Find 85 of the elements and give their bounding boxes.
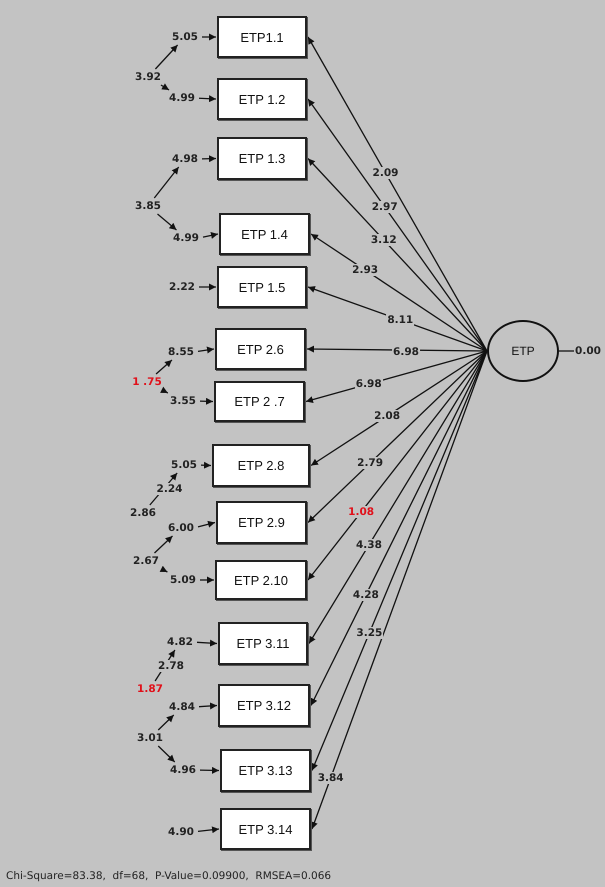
path-value: 1.87 — [134, 682, 166, 696]
arrow — [310, 350, 488, 466]
arrow — [196, 640, 218, 647]
arrow — [202, 232, 218, 239]
arrow — [157, 214, 177, 230]
indicator-box: ETP 1.5 — [217, 266, 307, 308]
path-value: 1 .75 — [131, 375, 163, 389]
arrow — [158, 714, 174, 730]
indicator-box: ETP 2.6 — [215, 328, 306, 370]
path-value: 5.05 — [168, 458, 200, 472]
indicator-box: ETP 3.12 — [218, 684, 310, 727]
arrow — [199, 284, 216, 290]
path-value: 4.96 — [167, 763, 199, 777]
indicator-box: ETP 3.13 — [220, 749, 311, 792]
arrow — [198, 95, 216, 102]
path-value: 4.99 — [170, 231, 202, 245]
latent-variable-ellipse: ETP — [487, 320, 559, 382]
arrow — [154, 536, 173, 554]
edge-label: 2.09 — [372, 167, 400, 179]
arrow — [200, 462, 212, 469]
arrow — [198, 346, 214, 354]
indicator-box: ETP 2.8 — [212, 444, 310, 487]
path-value: 2.67 — [130, 554, 162, 568]
path-value: 2.22 — [166, 280, 198, 294]
arrow — [307, 98, 488, 352]
edge-label: 1.08 — [347, 506, 376, 518]
arrow — [154, 44, 178, 70]
arrow — [160, 83, 170, 91]
indicator-box: ETP 3.14 — [220, 808, 311, 850]
arrow — [154, 166, 180, 198]
indicator-box: ETP 1.3 — [217, 137, 307, 180]
arrow — [158, 746, 176, 762]
arrow — [202, 155, 216, 162]
arrow — [198, 520, 216, 528]
edge-label: 3.25 — [355, 627, 384, 639]
path-value: 3.92 — [132, 70, 164, 84]
edge-label: 4.28 — [352, 589, 380, 601]
edge-label: 2.78 — [157, 660, 185, 672]
arrow — [308, 158, 488, 352]
arrow — [202, 34, 216, 40]
edge-label: 8.11 — [386, 314, 414, 326]
edge-label: 2.93 — [351, 264, 380, 276]
edge-label: 2.97 — [370, 201, 399, 213]
path-value: 4.82 — [164, 635, 196, 649]
arrow — [160, 566, 168, 573]
path-value: 8.55 — [165, 345, 197, 359]
indicator-box: ETP 2.9 — [216, 501, 307, 544]
arrow — [200, 398, 214, 405]
connector-line — [559, 350, 574, 352]
edge-label: 6.98 — [392, 346, 420, 358]
indicator-box: ETP 2 .7 — [214, 381, 305, 422]
edge-label: 2.79 — [356, 457, 384, 469]
path-value: 4.99 — [166, 91, 198, 105]
path-value: 0.00 — [575, 344, 601, 358]
path-value: 5.09 — [167, 573, 199, 587]
edge-label: 4.38 — [354, 539, 383, 551]
indicator-box: ETP 1.4 — [219, 213, 310, 255]
arrow — [200, 766, 220, 774]
edge-label: 2.24 — [156, 483, 184, 495]
indicator-box: ETP 3.11 — [218, 622, 308, 665]
arrow — [198, 826, 220, 834]
edge-label: 3.12 — [370, 234, 398, 246]
indicator-box: ETP1.1 — [217, 16, 307, 58]
path-value: 5.05 — [169, 30, 201, 44]
arrow — [160, 386, 168, 394]
indicator-box: ETP 1.2 — [217, 78, 307, 120]
path-value: 4.84 — [166, 700, 198, 714]
path-value: 3.85 — [132, 199, 164, 213]
path-value: 3.55 — [167, 394, 199, 408]
fit-statistics: Chi-Square=83.38, df=68, P-Value=0.09900, RMSEA=0.066 — [6, 870, 332, 882]
arrow — [156, 360, 172, 374]
arrow — [307, 36, 488, 352]
path-value: 6.00 — [165, 521, 197, 535]
edge-label: 3.84 — [316, 772, 345, 784]
path-value: 2.86 — [127, 506, 159, 520]
arrow — [308, 350, 488, 523]
arrow — [310, 233, 488, 352]
edge-label: 2.08 — [373, 410, 402, 422]
path-value: 4.98 — [169, 152, 201, 166]
path-value: 3.01 — [134, 731, 166, 745]
arrow — [200, 576, 214, 584]
indicator-box: ETP 2.10 — [215, 560, 307, 600]
path-value: 4.90 — [165, 825, 197, 839]
arrow — [198, 702, 218, 710]
edge-label: 6.98 — [354, 378, 383, 390]
